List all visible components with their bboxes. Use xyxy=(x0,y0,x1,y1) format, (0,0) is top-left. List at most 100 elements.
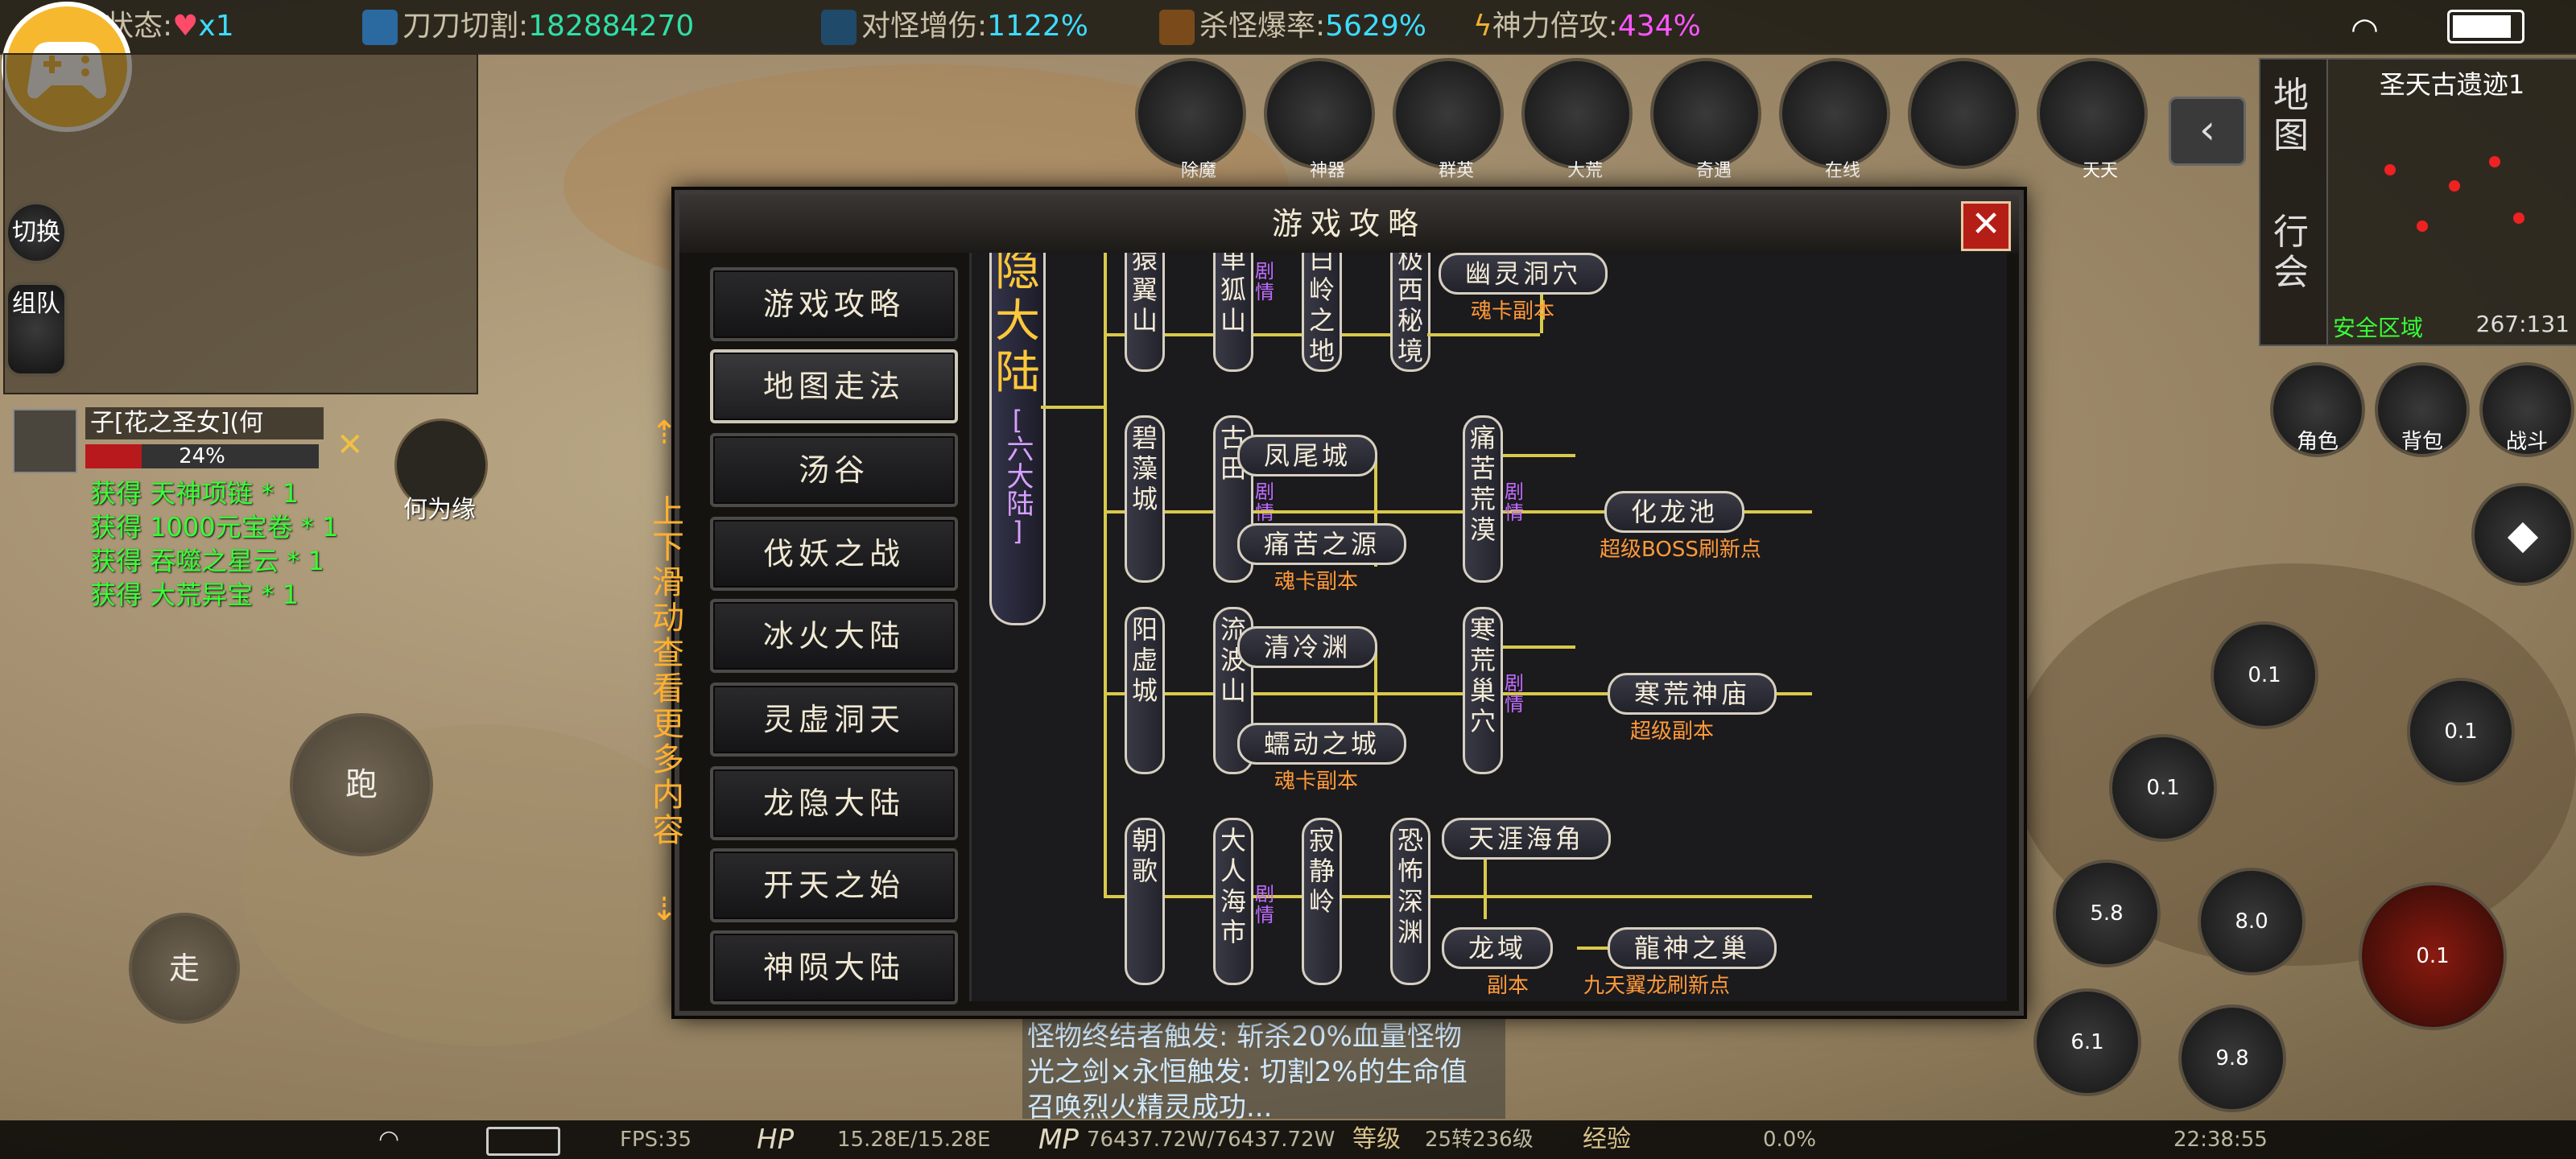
mp-value: 76437.72W/76437.72W xyxy=(1087,1128,1335,1152)
battle-button[interactable]: 战斗 xyxy=(2479,362,2574,457)
battery-icon xyxy=(486,1127,560,1156)
map-node[interactable]: 猿翼山 xyxy=(1125,253,1165,372)
hp-value: 15.28E/15.28E xyxy=(837,1128,991,1152)
feature-icon[interactable]: 神器 xyxy=(1264,58,1375,181)
feature-icon[interactable] xyxy=(1908,58,2019,169)
left-scene-panel xyxy=(3,53,478,394)
feature-icon[interactable]: 天天 xyxy=(2037,58,2148,181)
menu-item-map-route[interactable]: 地图走法 xyxy=(710,349,958,423)
skill-slot[interactable]: 0.1 xyxy=(2407,678,2515,786)
bottom-status-bar: ◠ FPS:35 HP 15.28E/15.28E MP 76437.72W/7… xyxy=(0,1120,2576,1159)
team-button[interactable]: 组队 xyxy=(5,282,68,377)
map-node[interactable]: 寂静岭 xyxy=(1302,818,1342,985)
feature-icon[interactable]: 群英 xyxy=(1393,58,1504,181)
close-button[interactable]: ✕ xyxy=(1961,201,2011,251)
switch-button[interactable]: 切换 xyxy=(5,201,68,264)
menu-item-lingxu[interactable]: 灵虚洞天 xyxy=(710,683,958,757)
region-node[interactable]: 隐大陆 [ 六大陆 ] xyxy=(989,253,1046,625)
scroll-hint: ⇡ 上下滑动查看更多内容 ⇣ xyxy=(644,412,684,930)
map-tab[interactable]: 地图 xyxy=(2273,75,2309,156)
menu-item-guide[interactable]: 游戏攻略 xyxy=(710,267,958,341)
collapse-arrow-icon[interactable]: ‹ xyxy=(2169,97,2246,166)
target-hp-bar: 24% xyxy=(85,444,319,468)
menu-item-tanggu[interactable]: 汤谷 xyxy=(710,433,958,507)
cut-icon xyxy=(362,10,398,45)
target-lock-icon[interactable]: ◆ xyxy=(2471,483,2574,586)
boss-damage-stat: 对怪增伤:1122% xyxy=(821,8,1088,45)
player-name: 何为缘 xyxy=(403,496,476,524)
map-node[interactable]: 凤尾城 xyxy=(1237,435,1378,476)
chat-line: 光之剑×永恒触发: 切割2%的生命值 xyxy=(1027,1056,1468,1088)
map-node[interactable]: 寒荒神庙 xyxy=(1608,673,1777,715)
top-status-bar: 状态:♥x1 刀刀切割:182884270 对怪增伤:1122% 杀怪爆率:56… xyxy=(0,0,2576,55)
map-node[interactable]: 恐怖深渊 xyxy=(1390,818,1430,985)
run-joystick[interactable]: 跑 xyxy=(290,713,433,856)
drop-rate-icon xyxy=(1159,10,1195,45)
target-name: 子[花之圣女](何 xyxy=(85,407,324,439)
chat-line: 召唤烈火精灵成功... xyxy=(1027,1091,1273,1124)
map-node[interactable]: 单狐山 xyxy=(1213,253,1253,372)
menu-item-kaitian[interactable]: 开天之始 xyxy=(710,848,958,922)
feature-icon[interactable]: 在线 xyxy=(1779,58,1890,181)
minimap[interactable]: 圣天古遗迹1 安全区域 267:131 xyxy=(2326,58,2576,346)
arrow-up-icon: ⇡ xyxy=(650,415,678,452)
map-node[interactable]: 寒荒巢穴 xyxy=(1463,607,1503,774)
map-node[interactable]: 痛苦荒漠 xyxy=(1463,415,1503,583)
map-node[interactable]: 天涯海角 xyxy=(1442,818,1612,860)
wifi-icon: ◠ xyxy=(2351,11,2379,48)
main-attack-button[interactable]: 0.1 xyxy=(2359,882,2507,1030)
skill-slot[interactable]: 8.0 xyxy=(2198,868,2306,975)
level-label: 等级 xyxy=(1352,1125,1401,1153)
map-node[interactable]: 蠕动之城 xyxy=(1237,723,1407,765)
skill-slot[interactable]: 9.8 xyxy=(2178,1004,2286,1112)
bag-button[interactable]: 背包 xyxy=(2375,362,2470,457)
lightning-icon: ϟ xyxy=(1473,10,1492,43)
map-node[interactable]: 龙域 xyxy=(1442,927,1554,969)
map-node[interactable]: 大人海市 xyxy=(1213,818,1253,985)
menu-item-ice-fire[interactable]: 冰火大陆 xyxy=(710,599,958,673)
menu-item-longyin[interactable]: 龙隐大陆 xyxy=(710,766,958,840)
guide-dialog: 游戏攻略 ✕ ⇡ 上下滑动查看更多内容 ⇣ 游戏攻略 地图走法 汤谷 伐妖之战 … xyxy=(646,190,2024,1016)
feature-icon[interactable]: 大荒 xyxy=(1521,58,1633,181)
divine-stat: ϟ神力倍攻:434% xyxy=(1473,10,1701,43)
chat-log: 怪物终结者触发: 斩杀20%血量怪物 光之剑×永恒触发: 切割2%的生命值 召唤… xyxy=(1022,1006,1505,1124)
character-button[interactable]: 角色 xyxy=(2270,362,2365,457)
target-avatar[interactable] xyxy=(13,409,77,473)
battery-icon xyxy=(2447,10,2524,43)
skill-slot[interactable]: 0.1 xyxy=(2109,734,2217,842)
exp-value: 0.0% xyxy=(1763,1128,1817,1152)
map-node[interactable]: 幽灵洞穴 xyxy=(1439,253,1608,295)
feature-icon[interactable]: 除魔 xyxy=(1135,58,1246,181)
map-node[interactable]: 阳虚城 xyxy=(1125,607,1165,774)
walk-button[interactable]: 走 xyxy=(129,913,240,1024)
menu-item-shenyun[interactable]: 神陨大陆 xyxy=(710,930,958,1004)
exp-label: 经验 xyxy=(1583,1125,1631,1153)
minimap-location: 圣天古遗迹1 xyxy=(2379,69,2525,100)
map-node[interactable]: 朝歌 xyxy=(1125,818,1165,985)
map-route-tree: 隐大陆 [ 六大陆 ] 猿翼山 单狐山 剧情 白岭之地 极西秘境 幽灵洞穴 魂卡… xyxy=(969,253,2007,1001)
map-node[interactable]: 极西秘境 xyxy=(1390,253,1430,372)
player-avatar[interactable] xyxy=(394,419,488,512)
map-node[interactable]: 化龙池 xyxy=(1604,491,1745,533)
map-node[interactable]: 清冷渊 xyxy=(1237,626,1378,668)
level-value: 25转236级 xyxy=(1425,1128,1534,1152)
map-node[interactable]: 白岭之地 xyxy=(1302,253,1342,372)
boss-damage-icon xyxy=(821,10,857,45)
skill-slot[interactable]: 5.8 xyxy=(2053,860,2161,967)
loot-message: 获得 吞噬之星云 * 1 xyxy=(90,546,324,576)
safe-zone-label: 安全区域 xyxy=(2333,315,2424,341)
loot-message: 获得 天神项链 * 1 xyxy=(90,478,299,509)
drop-rate-stat: 杀怪爆率:5629% xyxy=(1159,8,1426,45)
feature-icon[interactable]: 奇遇 xyxy=(1650,58,1761,181)
map-node[interactable]: 龍神之巢 xyxy=(1608,927,1777,969)
skill-slot[interactable]: 0.1 xyxy=(2211,621,2318,729)
map-node[interactable]: 碧藻城 xyxy=(1125,415,1165,583)
clock-label: 22:38:55 xyxy=(2174,1128,2268,1152)
guild-tab[interactable]: 行会 xyxy=(2273,212,2309,293)
mp-label: MP xyxy=(1038,1124,1079,1156)
map-node[interactable]: 痛苦之源 xyxy=(1237,523,1407,565)
menu-item-demon-war[interactable]: 伐妖之战 xyxy=(710,517,958,591)
coords-label: 267:131 xyxy=(2475,311,2570,337)
crossed-swords-icon[interactable]: ✕ xyxy=(336,427,364,464)
skill-slot[interactable]: 6.1 xyxy=(2033,988,2141,1096)
